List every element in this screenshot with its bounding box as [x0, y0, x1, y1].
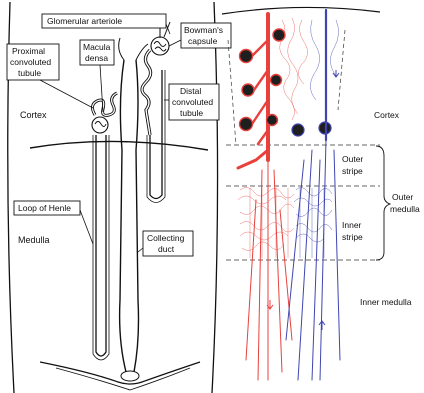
renal-capsule-curve: [222, 7, 380, 14]
label-cortex-left: Cortex: [20, 110, 47, 120]
label-outer-medulla-1: Outer: [392, 192, 413, 202]
label-collecting-1: Collecting: [147, 233, 185, 243]
label-medulla: Medulla: [18, 235, 50, 245]
label-proximal-2: convoluted: [10, 57, 51, 67]
venous-flow-arrow-top: [333, 70, 339, 77]
glomeruli: [240, 29, 332, 136]
label-inner-stripe-2: stripe: [342, 232, 363, 242]
label-inner-medulla: Inner medulla: [360, 297, 412, 307]
label-proximal-3: tubule: [18, 68, 41, 78]
kidney-outer-outline-right: [212, 2, 218, 393]
cortex-side-dash-left: [228, 40, 236, 145]
vasculature-panel: Cortex Outer stripe Outer medulla Inner …: [222, 7, 420, 380]
label-bowmans-capsule-2: capsule: [188, 36, 218, 46]
venous-capillaries: [294, 20, 339, 258]
outer-medulla-brace: [376, 146, 390, 260]
long-loop: [150, 70, 162, 199]
label-proximal-1: Proximal: [12, 46, 45, 56]
label-outer-stripe-2: stripe: [342, 166, 363, 176]
nephron-panel: Glomerular arteriole Bowman's capsule Pr…: [7, 2, 231, 393]
label-outer-medulla-2: medulla: [390, 204, 420, 214]
label-cortex-right: Cortex: [374, 110, 400, 120]
collecting-duct: [120, 60, 126, 372]
venous-flow-arrow: [319, 321, 325, 330]
cortex-side-dash-right: [338, 30, 345, 110]
corticomedullary-border: [30, 141, 208, 150]
label-distal-3: tubule: [180, 108, 203, 118]
label-macula-2: densa: [85, 53, 108, 63]
label-collecting-2: duct: [158, 244, 175, 254]
label-macula-1: Macula: [83, 42, 111, 52]
label-distal-2: convoluted: [172, 97, 213, 107]
papilla-outline: [40, 362, 200, 384]
label-bowmans-capsule-1: Bowman's: [184, 25, 223, 35]
label-glomerular-arteriole: Glomerular arteriole: [47, 16, 122, 26]
label-outer-stripe-1: Outer: [342, 154, 363, 164]
arterial-tree: [238, 14, 292, 380]
loop-of-henle: [96, 135, 106, 356]
duct-opening: [121, 371, 139, 381]
label-inner-stripe-1: Inner: [342, 220, 362, 230]
label-loop-of-henle: Loop of Henle: [18, 203, 71, 213]
label-distal-1: Distal: [180, 86, 201, 96]
cortical-nephron-glomerulus: [92, 117, 108, 133]
venous-tree: [286, 10, 340, 380]
